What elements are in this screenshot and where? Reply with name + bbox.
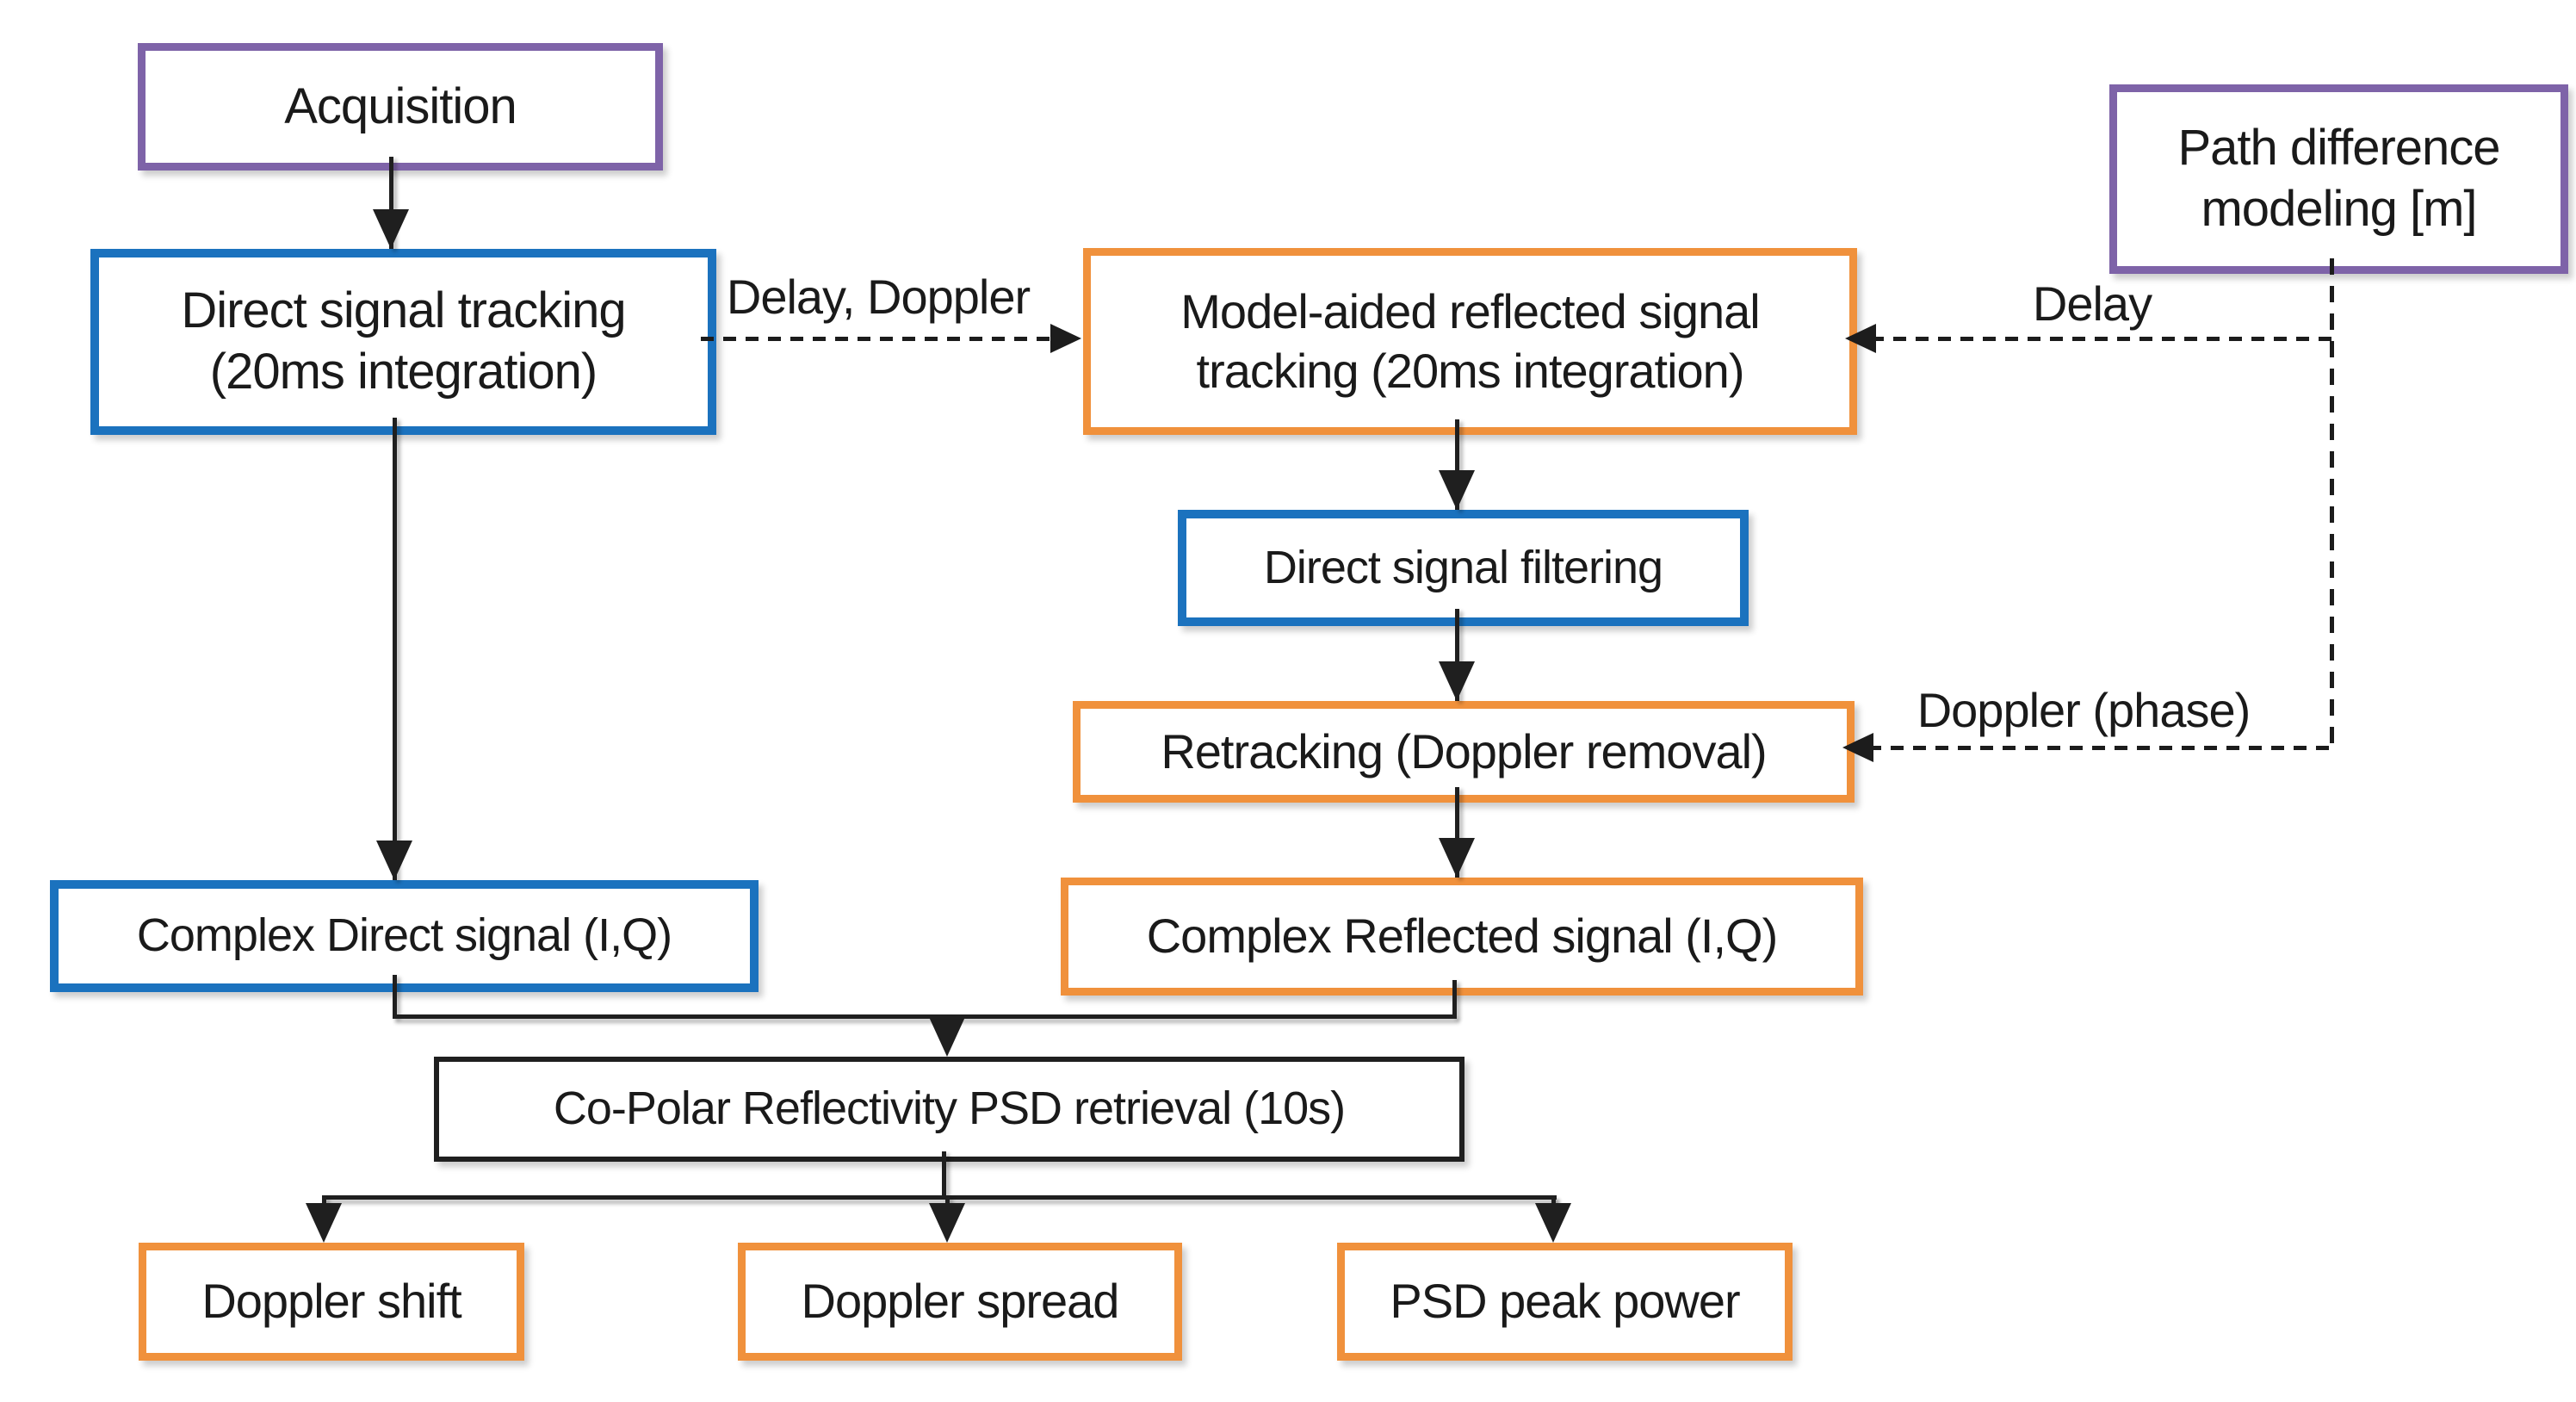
arrow-acquisition-to-tracking-line bbox=[389, 157, 393, 249]
arrow-branch-to-dopplerspread-head bbox=[929, 1203, 965, 1243]
arrow-retracking-to-complexreflected-line bbox=[1455, 787, 1459, 878]
edge-label-doppler-phase: Doppler (phase) bbox=[1917, 683, 2251, 737]
node-doppler-spread: Doppler spread bbox=[738, 1243, 1182, 1361]
connector-complexdirect-down bbox=[393, 975, 397, 1018]
dashed-doppler-to-retracking-line bbox=[1868, 746, 2331, 750]
arrow-filtering-to-retracking-head bbox=[1439, 661, 1475, 701]
node-copolar-label: Co-Polar Reflectivity PSD retrieval (10s… bbox=[553, 1083, 1346, 1135]
node-direct-signal-tracking-line1: Direct signal tracking bbox=[181, 282, 626, 339]
node-path-difference-modeling: Path difference modeling [m] bbox=[2109, 84, 2568, 274]
node-doppler-shift: Doppler shift bbox=[139, 1243, 524, 1361]
arrow-branch-to-dopplershift-head bbox=[306, 1203, 342, 1243]
dashed-tracking-to-modelaided-line bbox=[701, 337, 1052, 341]
node-doppler-spread-label: Doppler spread bbox=[801, 1274, 1120, 1329]
node-complex-direct-signal: Complex Direct signal (I,Q) bbox=[50, 880, 759, 992]
edge-label-delay-doppler: Delay, Doppler bbox=[726, 270, 1031, 324]
node-model-aided-line2: tracking (20ms integration) bbox=[1196, 343, 1745, 398]
arrow-filtering-to-retracking-line bbox=[1455, 609, 1459, 701]
node-acquisition-label: Acquisition bbox=[284, 78, 517, 134]
arrow-tracking-to-complexdirect-head bbox=[376, 841, 412, 880]
node-path-difference-line1: Path difference bbox=[2177, 120, 2500, 177]
node-direct-signal-tracking: Direct signal tracking (20ms integration… bbox=[90, 249, 716, 435]
arrow-acquisition-to-tracking-head bbox=[373, 209, 409, 249]
node-direct-signal-tracking-line2: (20ms integration) bbox=[209, 344, 598, 400]
node-copolar-psd-retrieval: Co-Polar Reflectivity PSD retrieval (10s… bbox=[434, 1057, 1464, 1162]
arrow-modelaided-to-filtering-head bbox=[1439, 470, 1475, 510]
node-complex-reflected-signal: Complex Reflected signal (I,Q) bbox=[1061, 878, 1863, 996]
arrow-tracking-to-complexdirect-line bbox=[393, 418, 397, 880]
node-direct-signal-filtering: Direct signal filtering bbox=[1178, 510, 1749, 626]
node-complex-direct-label: Complex Direct signal (I,Q) bbox=[136, 909, 672, 962]
connector-complexreflected-down bbox=[1452, 980, 1457, 1018]
node-doppler-shift-label: Doppler shift bbox=[201, 1274, 461, 1329]
node-retracking: Retracking (Doppler removal) bbox=[1073, 701, 1855, 803]
dashed-delay-to-modelaided-head bbox=[1845, 324, 1876, 353]
node-direct-signal-filtering-label: Direct signal filtering bbox=[1263, 541, 1663, 593]
arrow-retracking-to-complexreflected-head bbox=[1439, 838, 1475, 878]
connector-copolar-down bbox=[942, 1151, 946, 1197]
arrow-merge-to-copolar-head bbox=[929, 1017, 965, 1057]
edge-label-delay: Delay bbox=[2032, 276, 2152, 331]
node-path-difference-line2: modeling [m] bbox=[2201, 181, 2477, 237]
dashed-doppler-to-retracking-head bbox=[1842, 733, 1873, 762]
node-psd-peak-power-label: PSD peak power bbox=[1390, 1274, 1740, 1329]
dashed-delay-to-modelaided-line bbox=[1871, 337, 2331, 341]
node-retracking-label: Retracking (Doppler removal) bbox=[1161, 723, 1767, 779]
node-acquisition: Acquisition bbox=[138, 43, 663, 171]
node-model-aided-reflected-tracking: Model-aided reflected signal tracking (2… bbox=[1083, 248, 1857, 435]
dashed-tracking-to-modelaided-head bbox=[1050, 324, 1081, 353]
node-model-aided-line1: Model-aided reflected signal bbox=[1180, 284, 1760, 339]
connector-branch-horizontal bbox=[322, 1195, 1557, 1200]
arrow-branch-to-psdpeak-head bbox=[1535, 1203, 1571, 1243]
connector-merge-horizontal bbox=[393, 1014, 1457, 1019]
arrow-modelaided-to-filtering-line bbox=[1455, 419, 1459, 510]
node-psd-peak-power: PSD peak power bbox=[1337, 1243, 1793, 1361]
node-complex-reflected-label: Complex Reflected signal (I,Q) bbox=[1146, 909, 1779, 964]
dashed-pathdifference-vertical bbox=[2330, 258, 2334, 749]
